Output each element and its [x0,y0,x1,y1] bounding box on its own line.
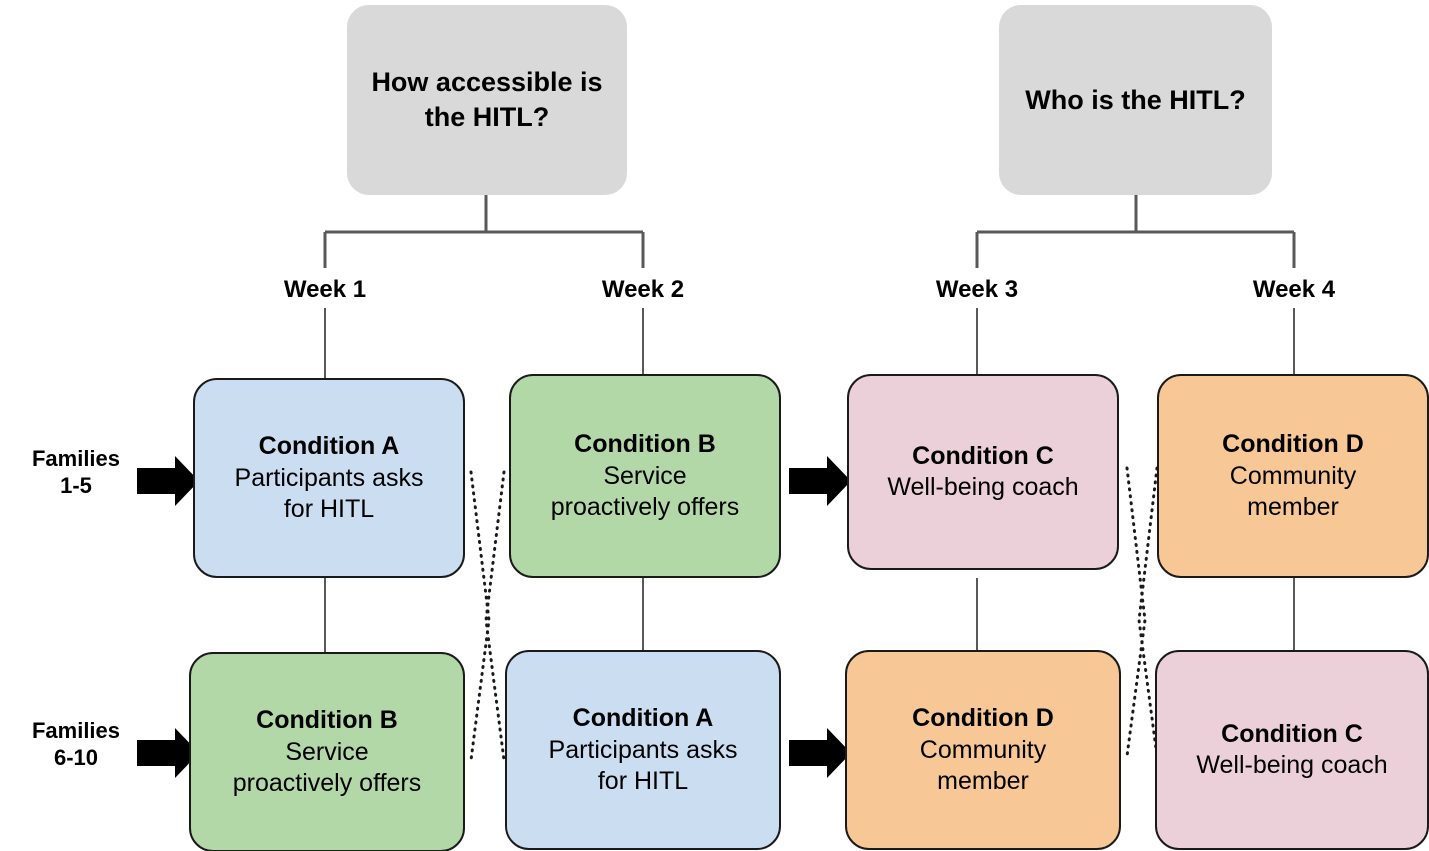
question-box-accessibility-label: How accessible is the HITL? [371,67,603,132]
group-label-families-1-5-line1: Families [31,446,121,471]
question-box-accessibility: How accessible is the HITL? [347,5,627,195]
stems-row1-to-row2 [324,578,1295,652]
condition-box-week3-row2-desc-line1: Community [919,735,1047,764]
condition-box-week3-row1-desc-line1: Well-being coach [887,473,1079,502]
condition-box-week3-row1-title: Condition C [912,441,1054,470]
condition-box-week4-row1-desc-line1: Community [1229,461,1357,490]
condition-box-week1-row2-title: Condition B [256,706,398,735]
condition-box-week4-row2-title: Condition C [1221,719,1363,748]
condition-box-week2-row2-desc-line2: for HITL [597,766,689,795]
block-arrow-families-1-5 [137,456,199,506]
week-label-3: Week 3 [935,276,1019,303]
condition-box-week3-row2-title: Condition D [912,704,1054,733]
stems-week-to-row1 [324,308,1295,378]
group-label-families-6-10: Families 6-10 [16,718,136,772]
group-label-families-6-10-line2: 6-10 [53,744,99,770]
condition-box-week3-row2[interactable]: Condition D Community member [845,650,1121,850]
block-arrow-week2-to-week3-row1 [789,456,851,506]
group-label-families-6-10-line1: Families [31,718,121,743]
condition-box-week2-row2[interactable]: Condition A Participants asks for HITL [505,650,781,850]
condition-box-week4-row1[interactable]: Condition D Community member [1157,374,1429,578]
condition-box-week1-row1-desc-line1: Participants asks [234,463,424,492]
condition-box-week1-row2[interactable]: Condition B Service proactively offers [189,652,465,851]
block-arrow-week2-to-week3-row2 [789,728,851,778]
condition-box-week4-row2-desc-line1: Well-being coach [1196,751,1388,780]
condition-box-week1-row1[interactable]: Condition A Participants asks for HITL [193,378,465,578]
condition-box-week2-row1-title: Condition B [574,430,716,459]
week-label-1: Week 1 [283,276,367,303]
question-box-who: Who is the HITL? [999,5,1272,195]
week-label-2: Week 2 [601,276,685,303]
bracket-question-1 [323,195,645,268]
condition-box-week2-row2-desc-line1: Participants asks [548,735,738,764]
group-label-families-1-5-line2: 1-5 [60,472,92,498]
condition-box-week3-row1[interactable]: Condition C Well-being coach [847,374,1119,570]
condition-box-week4-row2[interactable]: Condition C Well-being coach [1155,650,1429,850]
condition-box-week2-row1[interactable]: Condition B Service proactively offers [509,374,781,578]
group-label-families-1-5: Families 1-5 [16,446,136,500]
condition-box-week4-row1-title: Condition D [1222,430,1364,459]
week-label-4: Week 4 [1252,276,1336,303]
condition-box-week4-row1-desc-line2: member [1247,492,1339,521]
condition-box-week2-row2-title: Condition A [572,704,714,733]
bracket-question-2 [975,195,1296,268]
condition-box-week1-row2-desc-line2: proactively offers [232,768,422,797]
condition-box-week1-row1-desc-line2: for HITL [283,494,375,523]
condition-box-week1-row2-desc-line1: Service [285,737,369,766]
condition-box-week1-row1-title: Condition A [258,432,400,461]
crossover-week1-week2 [469,470,506,762]
question-box-who-label: Who is the HITL? [1025,84,1246,115]
crossover-week3-week4 [1125,466,1159,758]
condition-box-week2-row1-desc-line2: proactively offers [550,492,740,521]
condition-box-week3-row2-desc-line2: member [937,766,1029,795]
condition-box-week2-row1-desc-line1: Service [603,461,687,490]
